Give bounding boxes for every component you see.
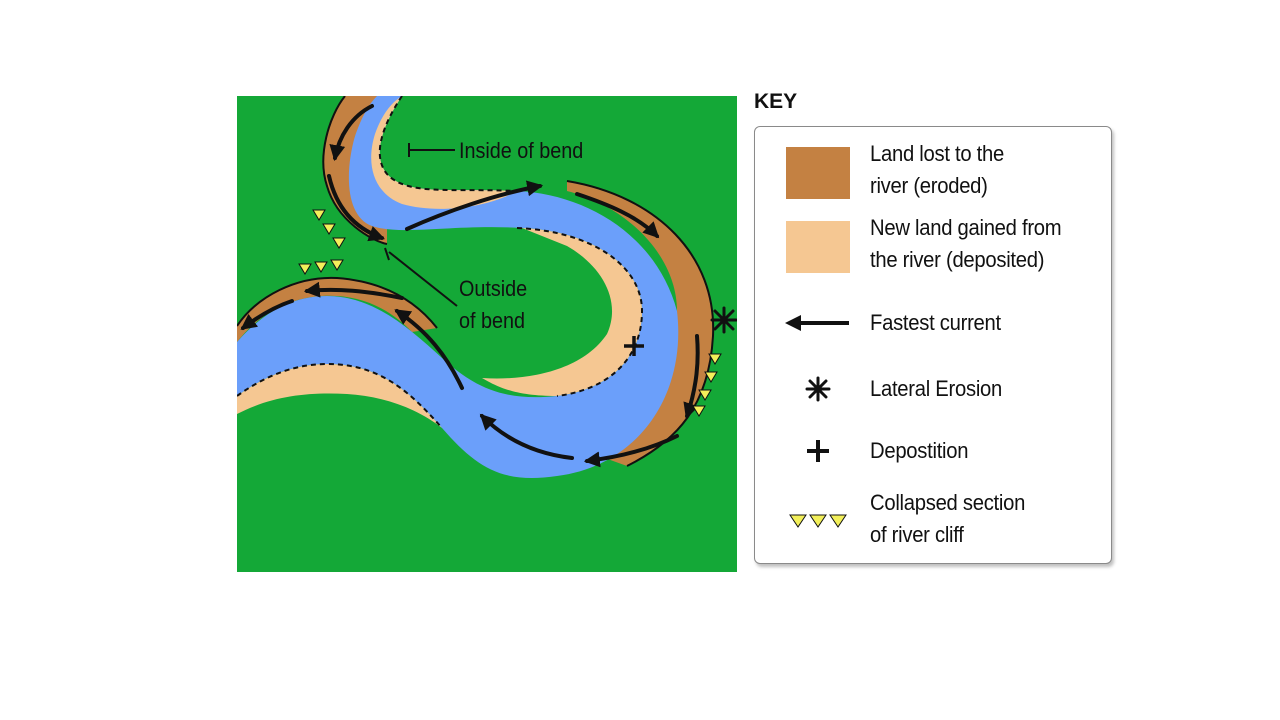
plus-icon [807, 440, 829, 462]
key-item-deposited: New land gained from the river (deposite… [755, 215, 1111, 281]
arrow-left-icon [785, 315, 849, 331]
deposited-band-right [482, 228, 642, 396]
key-item-fastest-current: Fastest current [755, 307, 1111, 339]
key-item-label: the river (deposited) [870, 247, 1045, 272]
triangles-icon [789, 514, 847, 528]
key-item-label: of river cliff [870, 522, 964, 547]
key-item-deposition: Depostition [755, 435, 1111, 467]
key-item-label: Lateral Erosion [870, 376, 1003, 401]
key-title: KEY [754, 90, 798, 113]
current-arrows [240, 104, 700, 468]
outside-of-bend-label-line2: of bend [459, 309, 525, 333]
asterisk-icon [805, 376, 831, 402]
eroded-swatch-icon [786, 147, 850, 199]
eroded-band-right [567, 181, 714, 466]
lateral-erosion-icon [710, 306, 737, 334]
inside-of-bend-label: Inside of bend [459, 139, 583, 163]
key-item-label: Land lost to the [870, 141, 1005, 166]
key-item-eroded: Land lost to the river (eroded) [755, 141, 1111, 207]
collapsed-cliff-icons [298, 209, 722, 417]
deposited-band-top [371, 96, 517, 209]
key-item-label: river (eroded) [870, 173, 988, 198]
key-item-label: Collapsed section [870, 490, 1026, 515]
deposited-band-bottom [237, 364, 442, 428]
river-meander-map: Inside of bend Outside of bend [237, 96, 737, 572]
outside-of-bend-label-line1: Outside [459, 277, 527, 301]
leader-lines [384, 143, 458, 307]
key-panel: Land lost to the river (eroded) New land… [754, 126, 1112, 564]
key-item-collapsed-cliff: Collapsed section of river cliff [755, 489, 1111, 553]
original-bank-lines [237, 96, 644, 429]
key-item-label: Fastest current [870, 310, 1001, 335]
key-item-label: Depostition [870, 438, 969, 463]
key-item-lateral-erosion: Lateral Erosion [755, 373, 1111, 405]
deposition-icon [624, 336, 644, 356]
key-item-label: New land gained from [870, 215, 1062, 240]
river-channel [237, 96, 679, 478]
deposited-swatch-icon [786, 221, 850, 273]
